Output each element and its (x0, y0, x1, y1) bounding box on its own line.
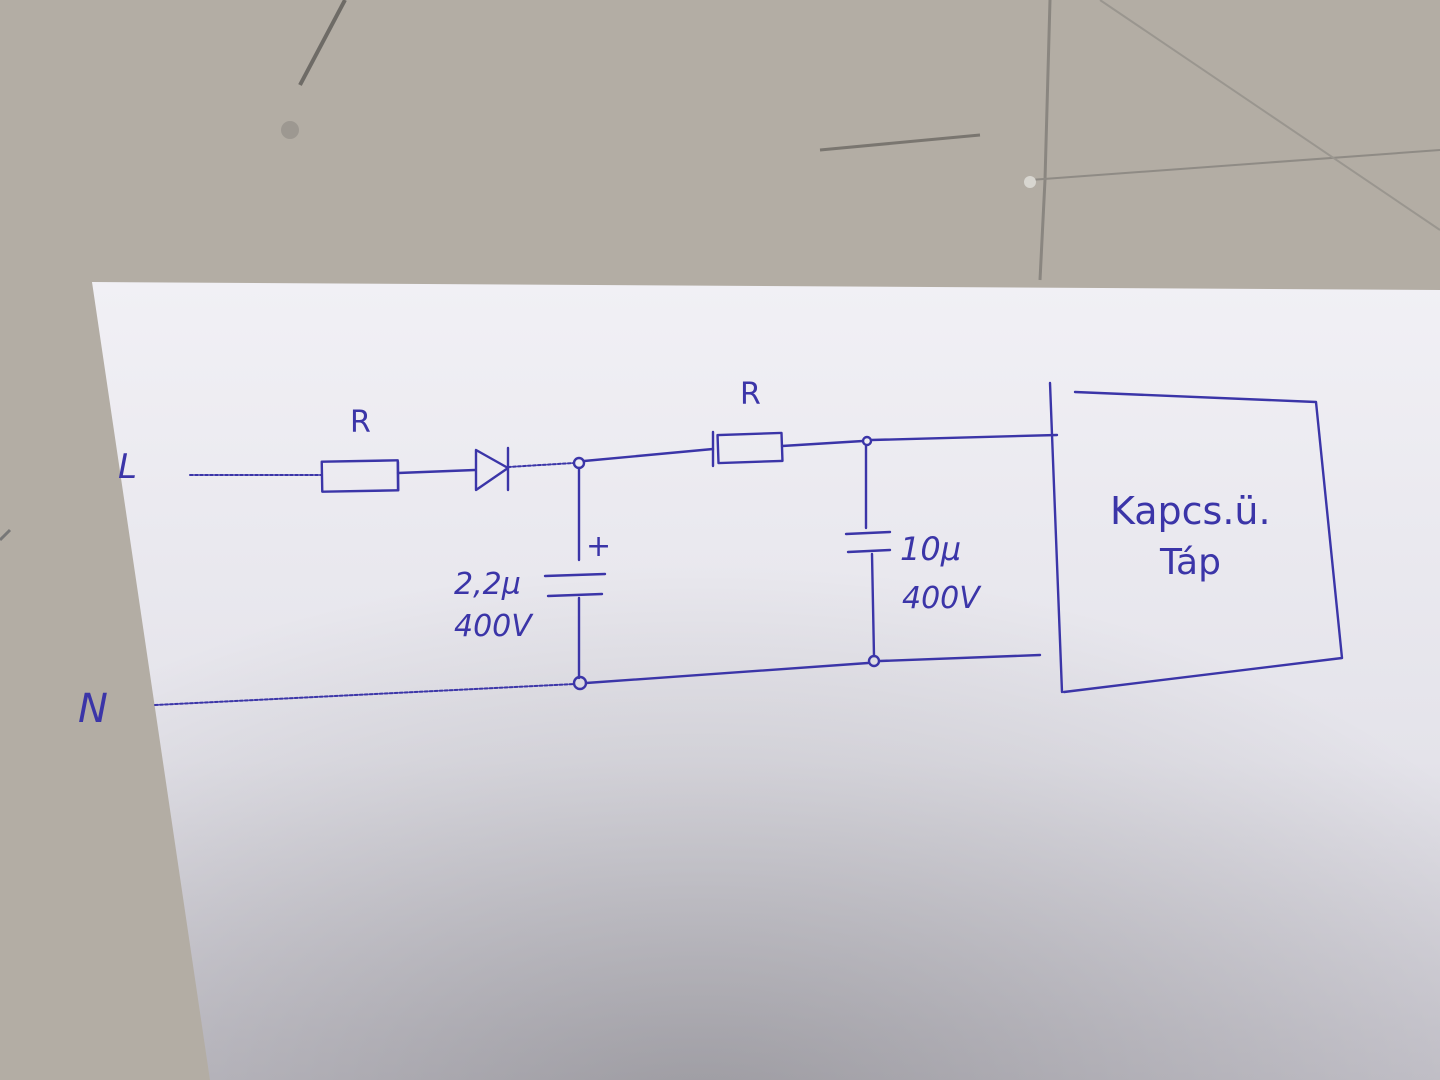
wire-neutral-load (878, 653, 1042, 663)
paper-sheet (92, 282, 1440, 1080)
load-box (1048, 381, 1344, 694)
line-label: L (118, 447, 137, 487)
capacitor-2 (844, 444, 892, 658)
wire-r2-node-b (780, 439, 865, 448)
circuit-diagram: L N R R (78, 377, 1344, 732)
capacitor-2-voltage: 400V (902, 581, 982, 616)
wire-diode-node (507, 462, 575, 468)
capacitor-1 (543, 466, 607, 680)
neutral-label: N (78, 686, 108, 732)
resistor-1-label: R (350, 405, 371, 440)
diode-symbol (474, 446, 510, 492)
load-box-line-2: Táp (1159, 542, 1221, 583)
capacitor-1-voltage: 400V (454, 609, 534, 644)
resistor-2-label: R (740, 377, 761, 412)
wire-r1-diode (396, 468, 477, 475)
wire-neutral-input (154, 683, 575, 706)
load-box-line-1: Kapcs.ü. (1110, 489, 1271, 533)
wire-neutral-mid (584, 661, 870, 685)
resistor-1 (320, 459, 400, 493)
capacitor-1-polarity: + (586, 529, 611, 564)
capacitor-2-value: 10µ (900, 530, 961, 568)
wire-node-r2 (582, 447, 715, 463)
capacitor-1-value: 2,2µ (454, 567, 521, 602)
wire-node-b-load (869, 433, 1059, 442)
